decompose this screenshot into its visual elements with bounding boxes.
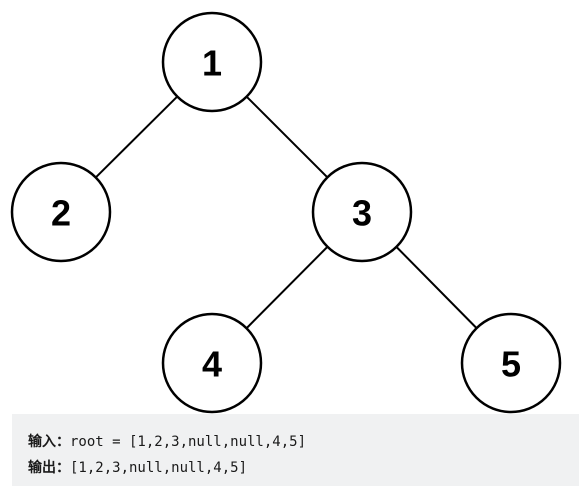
tree-node-circle — [161, 11, 263, 113]
tree-node-label: 4 — [202, 344, 222, 385]
output-value: [1,2,3,null,null,4,5] — [70, 460, 248, 476]
tree-node-3: 3 — [311, 161, 413, 263]
tree-node-circle — [161, 312, 263, 414]
output-line: 输出：[1,2,3,null,null,4,5] — [28, 455, 579, 481]
tree-node-circle — [460, 312, 562, 414]
tree-node-label: 2 — [51, 193, 71, 234]
tree-nodes: 1 2 3 4 5 — [10, 11, 562, 414]
tree-edge-n3-n5 — [395, 246, 478, 329]
tree-node-5: 5 — [460, 312, 562, 414]
tree-edges — [95, 95, 478, 329]
example-io-panel: 输入：root = [1,2,3,null,null,4,5] 输出：[1,2,… — [12, 414, 579, 486]
tree-node-circle — [311, 161, 413, 263]
tree-node-label: 1 — [202, 43, 222, 84]
input-value: root = [1,2,3,null,null,4,5] — [70, 434, 307, 450]
tree-node-circle — [10, 161, 112, 263]
tree-node-4: 4 — [161, 312, 263, 414]
input-label: 输入： — [28, 434, 70, 450]
output-label: 输出： — [28, 460, 70, 476]
input-line: 输入：root = [1,2,3,null,null,4,5] — [28, 429, 579, 455]
tree-node-2: 2 — [10, 161, 112, 263]
binary-tree-diagram: 1 2 3 4 5 — [10, 11, 562, 414]
tree-node-label: 5 — [501, 344, 521, 385]
tree-node-1: 1 — [161, 11, 263, 113]
tree-node-label: 3 — [352, 193, 372, 234]
tree-edge-n1-n3 — [245, 95, 329, 179]
tree-edge-n1-n2 — [95, 95, 178, 179]
tree-edge-n3-n4 — [245, 246, 329, 329]
